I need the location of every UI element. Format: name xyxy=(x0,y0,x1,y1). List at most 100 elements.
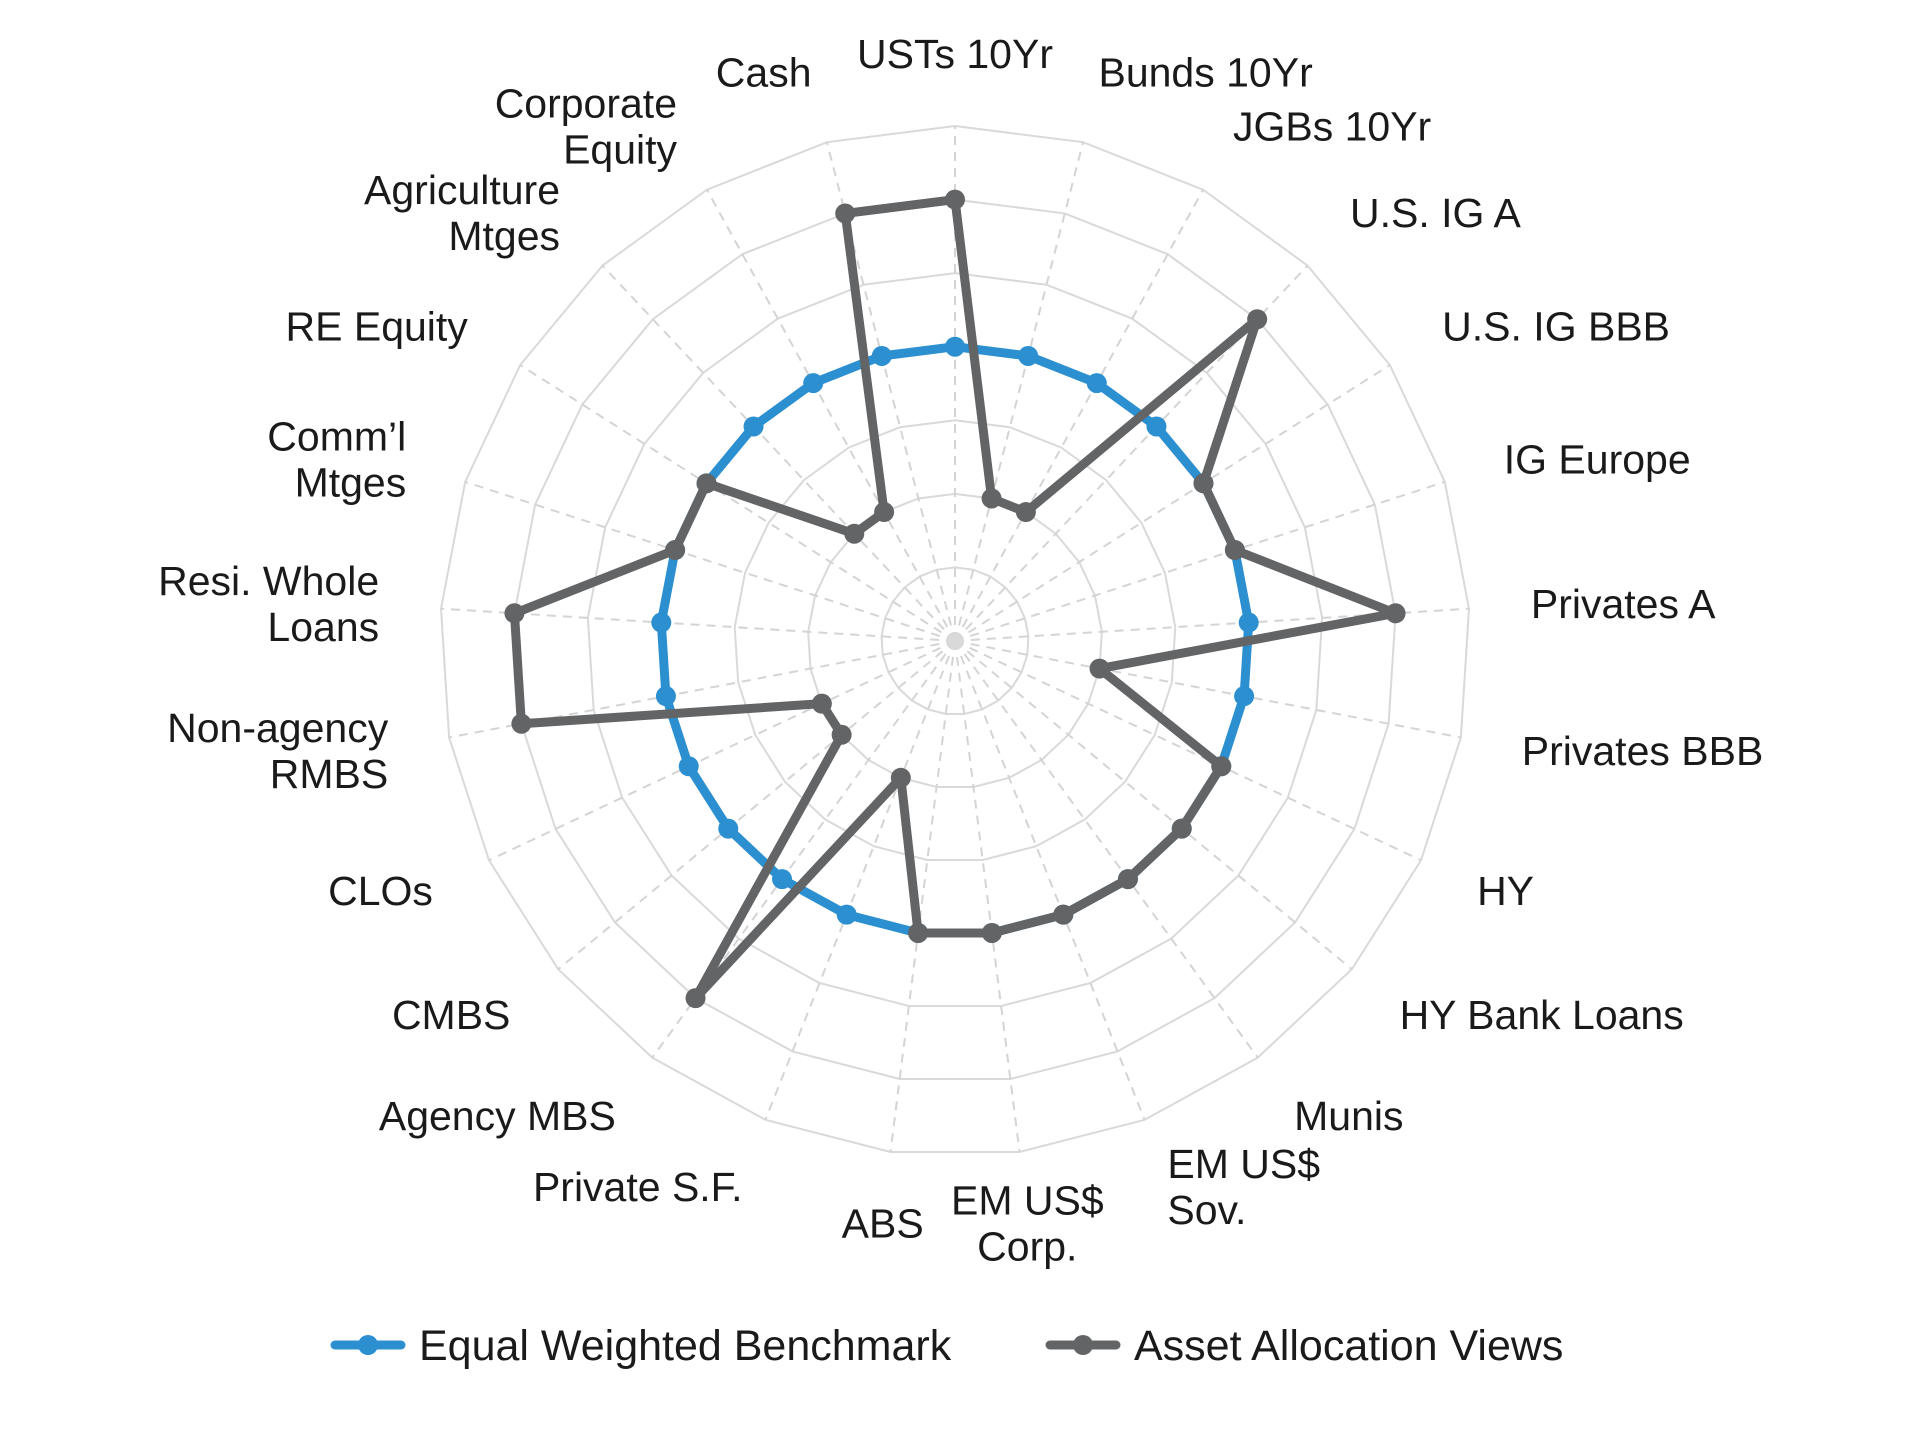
data-point-resi-whole-loans xyxy=(651,612,672,633)
axis-label-line: ABS xyxy=(842,1200,924,1246)
axis-label-clos: CLOs xyxy=(328,868,433,914)
axis-label-line: Comm’l xyxy=(267,414,406,460)
axis-label-line: Non-agency xyxy=(167,705,389,751)
radial-spoke xyxy=(601,264,956,642)
data-point-em-us-sov xyxy=(1053,904,1074,925)
axis-label-line: U.S. IG A xyxy=(1350,190,1522,236)
axis-label-agency-mbs: Agency MBS xyxy=(379,1093,616,1139)
axis-label-hy-bank-loans: HY Bank Loans xyxy=(1400,992,1684,1038)
axis-label-line: Cash xyxy=(716,49,812,95)
axis-label-line: Privates BBB xyxy=(1522,728,1764,774)
data-point-usts-10yr xyxy=(945,189,965,210)
axis-label-line: Mtges xyxy=(295,460,407,506)
radar-grid xyxy=(440,124,1470,1153)
legend-label: Asset Allocation Views xyxy=(1134,1322,1563,1370)
grid-ring xyxy=(807,492,1103,788)
data-point-u-s-ig-a xyxy=(1247,309,1268,330)
data-point-u-s-ig-a xyxy=(1146,416,1167,437)
data-point-hy xyxy=(1211,756,1232,777)
axis-label-ig-europe: IG Europe xyxy=(1504,437,1691,483)
axis-label-line: CMBS xyxy=(392,992,510,1038)
axis-label-line: Private S.F. xyxy=(533,1164,743,1210)
data-point-cmbs xyxy=(831,724,852,745)
radial-spoke xyxy=(954,640,1353,971)
data-point-corporate-equity xyxy=(874,502,895,523)
radial-spoke xyxy=(954,640,1422,862)
axis-label-line: RMBS xyxy=(270,751,388,797)
axis-label-line: JGBs 10Yr xyxy=(1233,104,1431,150)
data-point-cash xyxy=(835,203,856,224)
radial-spoke xyxy=(448,640,956,739)
axis-label-cash: Cash xyxy=(716,49,812,95)
axis-label-jgbs-10yr: JGBs 10Yr xyxy=(1233,104,1431,150)
grid-ring xyxy=(440,124,1470,1153)
radial-spoke xyxy=(464,480,956,642)
data-point-resi-whole-loans xyxy=(504,603,525,624)
grid-ring xyxy=(513,198,1397,1080)
axis-label-line: CLOs xyxy=(328,868,433,914)
axis-label-line: Equity xyxy=(563,127,677,173)
axis-label-line: IG Europe xyxy=(1504,437,1691,483)
data-point-munis xyxy=(1117,869,1138,890)
data-point-agency-mbs xyxy=(685,988,706,1009)
radial-spoke xyxy=(954,640,1146,1121)
radial-spoke xyxy=(825,141,956,642)
axis-label-line: RE Equity xyxy=(286,303,469,349)
data-point-cmbs xyxy=(718,818,739,839)
radial-spoke xyxy=(889,640,956,1153)
axis-label-line: EM US$ xyxy=(1167,1141,1320,1187)
axis-label-em-us-corp: EM US$Corp. xyxy=(951,1177,1104,1269)
data-point-jgbs-10yr xyxy=(1015,502,1036,523)
center-point xyxy=(947,633,963,649)
grid-ring xyxy=(733,419,1177,861)
data-point-comm-l-mtges xyxy=(665,540,686,561)
radial-spoke xyxy=(488,640,956,862)
data-point-privates-bbb xyxy=(1234,686,1255,707)
axis-label-line: Agriculture xyxy=(364,167,560,213)
data-point-ig-europe xyxy=(1224,540,1245,561)
data-point-clos xyxy=(811,693,832,714)
axis-label-usts-10yr: USTs 10Yr xyxy=(857,31,1053,77)
radial-spoke xyxy=(954,640,1259,1059)
radar-series xyxy=(504,189,1406,1009)
axis-label-line: Corporate xyxy=(495,81,677,127)
radial-spoke xyxy=(651,640,956,1059)
radial-spoke xyxy=(706,189,956,642)
data-point-non-agency-rmbs xyxy=(655,686,676,707)
axis-label-cmbs: CMBS xyxy=(392,992,510,1038)
radial-spoke xyxy=(954,264,1309,642)
legend-swatch-marker xyxy=(358,1335,378,1355)
axis-label-privates-a: Privates A xyxy=(1531,581,1716,627)
data-point-re-equity xyxy=(696,473,717,494)
legend-item-equal-weighted-benchmark: Equal Weighted Benchmark xyxy=(330,1322,952,1370)
data-point-private-s-f xyxy=(890,767,911,788)
axis-label-em-us-sov: EM US$Sov. xyxy=(1167,1141,1320,1233)
grid-ring xyxy=(880,566,1030,715)
data-point-usts-10yr xyxy=(945,336,965,357)
data-point-agriculture-mtges xyxy=(743,416,764,437)
data-point-non-agency-rmbs xyxy=(511,713,532,734)
radial-spoke xyxy=(954,189,1204,642)
axis-label-line: Privates A xyxy=(1531,581,1716,627)
axis-label-line: Loans xyxy=(267,604,379,650)
axis-label-abs: ABS xyxy=(842,1200,924,1246)
axis-label-line: USTs 10Yr xyxy=(857,31,1053,77)
data-point-agency-mbs xyxy=(772,869,793,890)
data-point-privates-bbb xyxy=(1089,658,1110,679)
radial-spoke xyxy=(954,640,1021,1153)
data-point-abs xyxy=(908,922,929,943)
radial-spoke xyxy=(519,364,956,642)
axis-label-re-equity: RE Equity xyxy=(286,303,469,349)
legend-item-asset-allocation-views: Asset Allocation Views xyxy=(1045,1322,1563,1370)
data-point-corporate-equity xyxy=(803,373,824,394)
data-point-em-us-corp xyxy=(981,922,1002,943)
series-line xyxy=(509,195,1401,1003)
data-point-agriculture-mtges xyxy=(844,523,865,544)
axis-label-line: Sov. xyxy=(1167,1187,1246,1233)
